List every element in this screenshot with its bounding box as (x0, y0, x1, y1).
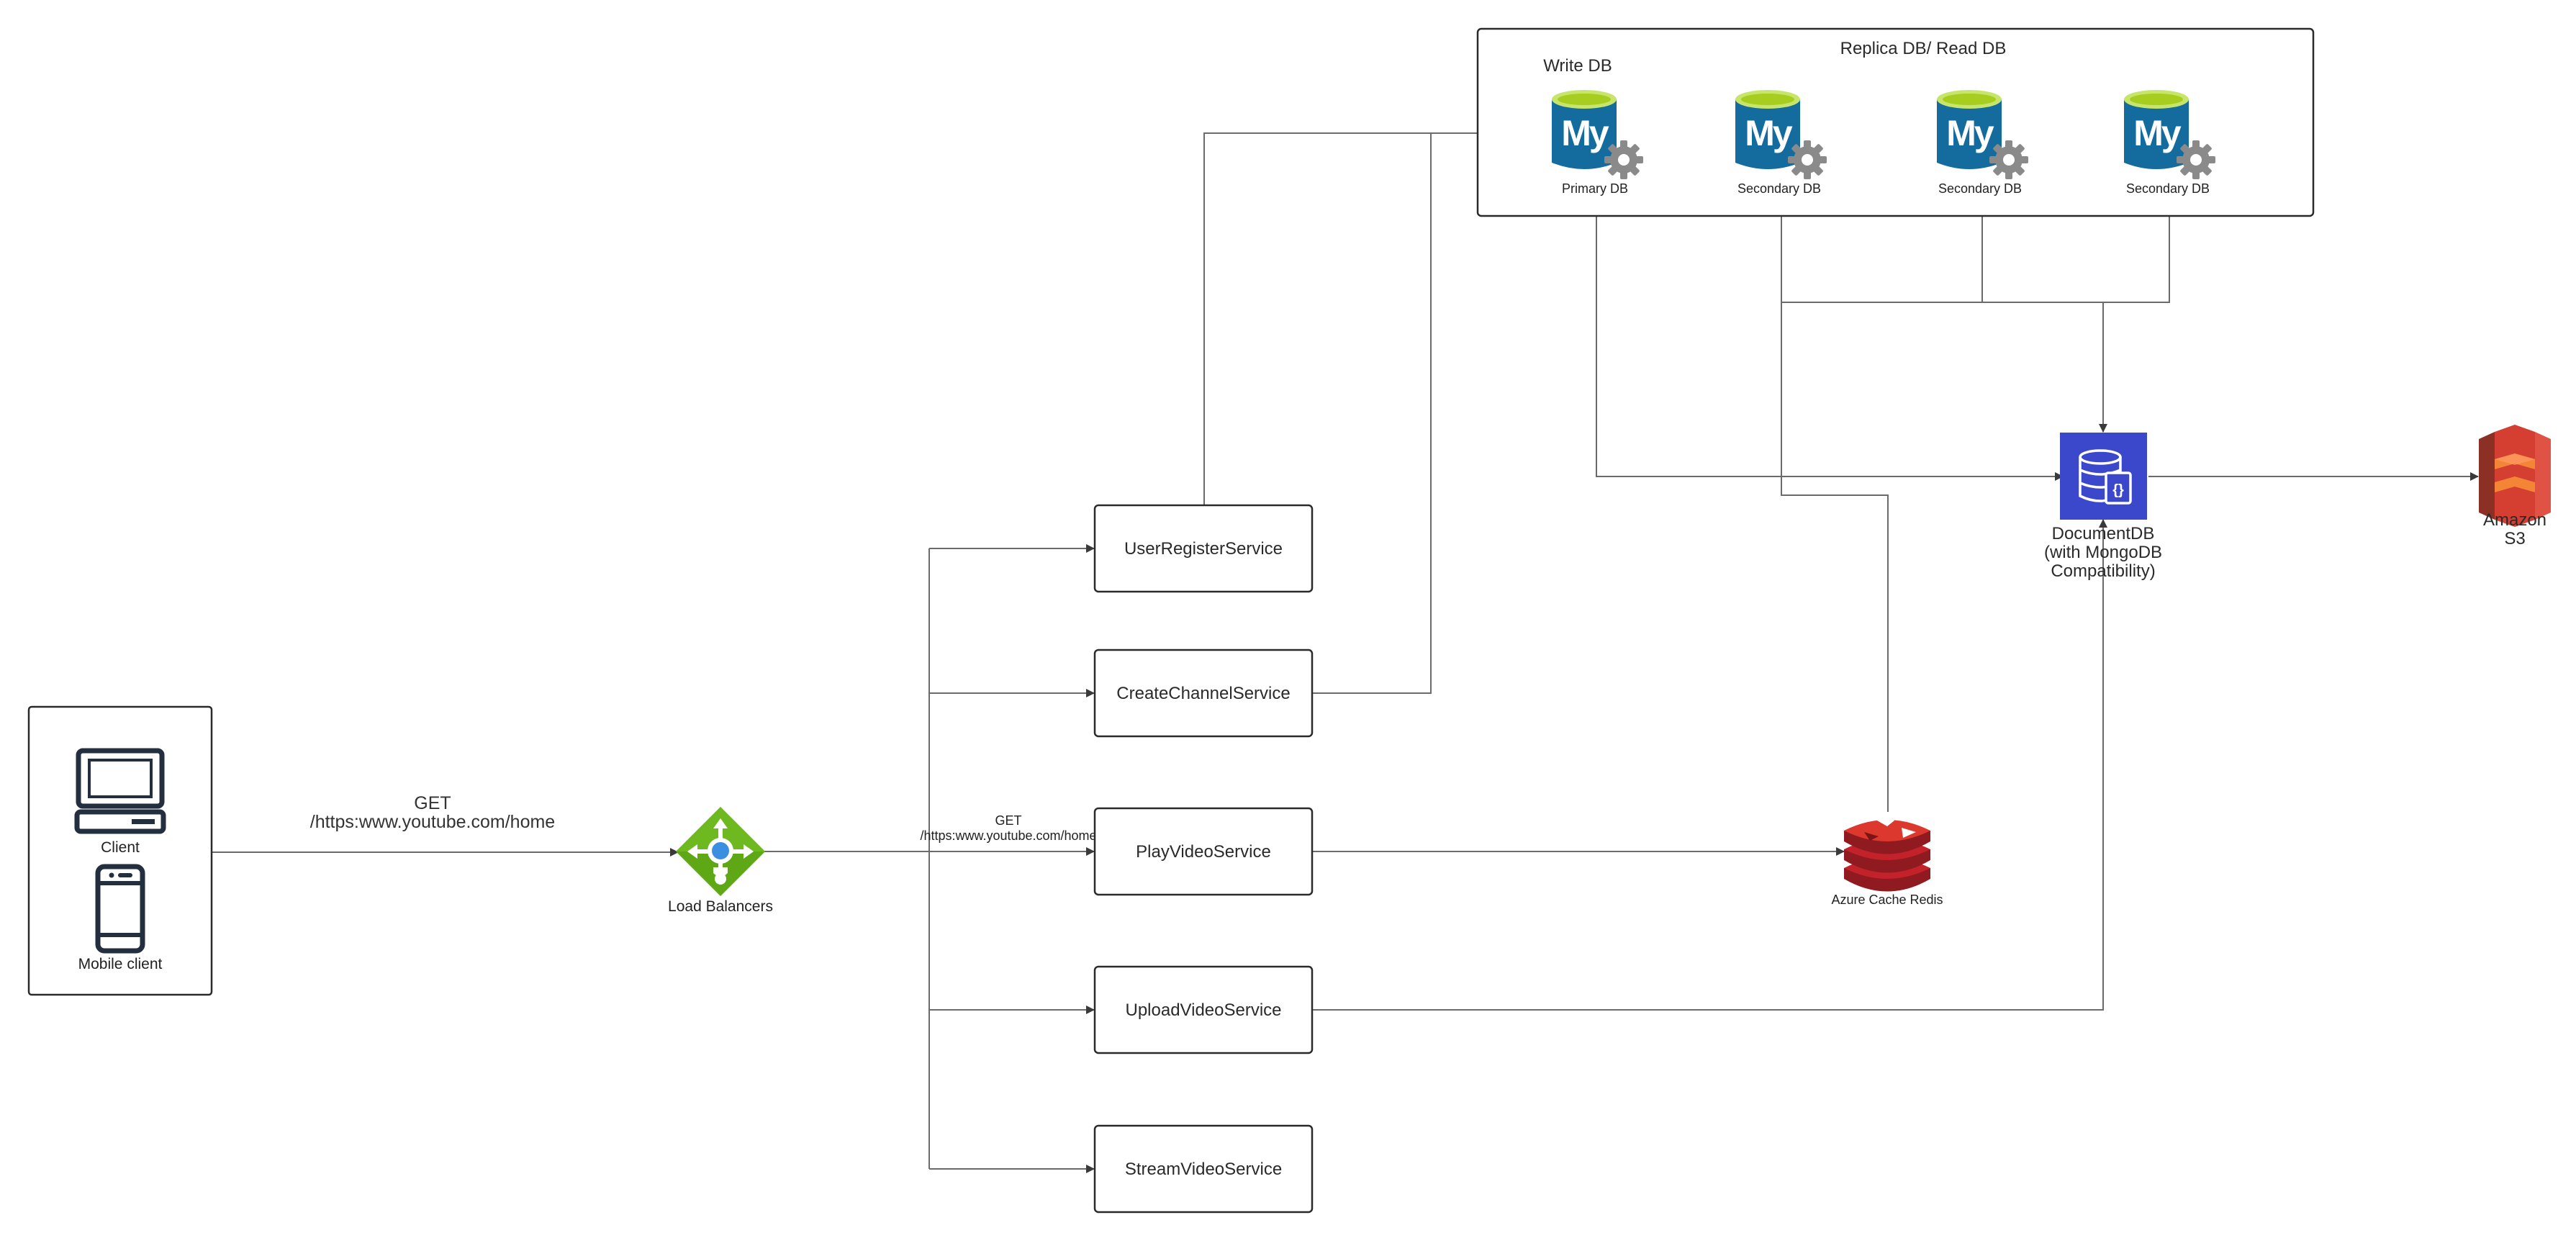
service-upload-video[interactable]: UploadVideoService (1093, 965, 1314, 1054)
load-balancer-label: Load Balancers (668, 898, 773, 915)
db-cluster: Replica DB/ Read DB Write DB Primary DB … (1476, 27, 2315, 217)
documentdb-label-line-1: DocumentDB (2052, 524, 2155, 543)
db-cluster-border (1476, 27, 2315, 217)
connector-redis-to-secondary (1781, 196, 1889, 812)
service-label: UploadVideoService (1125, 1000, 1281, 1020)
write-db-label: Write DB (1543, 56, 1612, 76)
secondary-db-node: Secondary DB (1735, 90, 1827, 196)
documentdb-node: {} DocumentDB (with MongoDB Compatibilit… (2044, 433, 2162, 581)
service-label: PlayVideoService (1136, 842, 1271, 862)
service-play-video[interactable]: PlayVideoService (1093, 807, 1314, 896)
desktop-icon (74, 748, 166, 834)
s3-bucket-icon (2479, 425, 2551, 527)
service-create-channel[interactable]: CreateChannelService (1093, 649, 1314, 738)
connector-secondaries-to-documentdb (1781, 196, 2107, 433)
service-label: UserRegisterService (1124, 539, 1283, 559)
primary-db-label: Primary DB (1562, 181, 1628, 196)
service-box[interactable] (1093, 965, 1314, 1054)
redis-cache-node: Azure Cache Redis (1831, 815, 1943, 907)
connector-create-channel-to-primary (1312, 133, 1432, 694)
service-label: CreateChannelService (1116, 684, 1290, 703)
secondary-db-label: Secondary DB (2126, 181, 2210, 196)
documentdb-label-line-3: Compatibility) (2051, 561, 2155, 581)
documentdb-label-line-2: (with MongoDB (2044, 543, 2162, 562)
request-method-label: GET (414, 793, 451, 813)
svg-text:{}: {} (2112, 482, 2124, 498)
service-stream-video[interactable]: StreamVideoService (1093, 1124, 1314, 1214)
secondary-db-node: Secondary DB (2124, 90, 2215, 196)
secondary-db-node: Secondary DB (1937, 90, 2028, 196)
mobile-phone-icon (95, 864, 145, 954)
load-balancer-icon (676, 807, 765, 896)
service-box[interactable] (1093, 1124, 1314, 1214)
client-group: Client Mobile client (27, 705, 213, 996)
service-label: StreamVideoService (1125, 1160, 1282, 1179)
connectors (212, 61, 2479, 1173)
secondary-db-label: Secondary DB (1737, 181, 1821, 196)
request-url-label: /https:www.youtube.com/home (310, 812, 555, 832)
service-box[interactable] (1093, 504, 1314, 593)
documentdb-icon: {} (2060, 433, 2147, 520)
connector-user-register-to-primary (1203, 129, 1553, 505)
secondary-db-label: Secondary DB (1938, 181, 2022, 196)
primary-db-node: Primary DB (1552, 90, 1643, 196)
s3-node: Amazon S3 (2479, 425, 2551, 548)
replica-db-label: Replica DB/ Read DB (1840, 39, 2007, 58)
connector-secondary-3-down (2103, 196, 2170, 303)
client-label: Client (101, 839, 140, 856)
connector-upload-video-to-documentdb (1312, 519, 2107, 1011)
service-user-register[interactable]: UserRegisterService (1093, 504, 1314, 593)
connector-primary-to-documentdb (1596, 196, 2064, 481)
s3-label-line-2: S3 (2504, 529, 2525, 548)
mobile-client-label: Mobile client (78, 956, 163, 972)
redis-cache-label: Azure Cache Redis (1831, 893, 1943, 907)
service-box[interactable] (1093, 649, 1314, 738)
service-box[interactable] (1093, 807, 1314, 896)
client-group-border (27, 705, 213, 996)
redis-icon (1844, 815, 1930, 892)
s3-label-line-1: Amazon (2483, 510, 2546, 530)
fanout-method-label: GET (995, 813, 1021, 828)
load-balancer-node: Load Balancers (668, 807, 773, 915)
fanout-url-label: /https:www.youtube.com/home (920, 828, 1096, 843)
